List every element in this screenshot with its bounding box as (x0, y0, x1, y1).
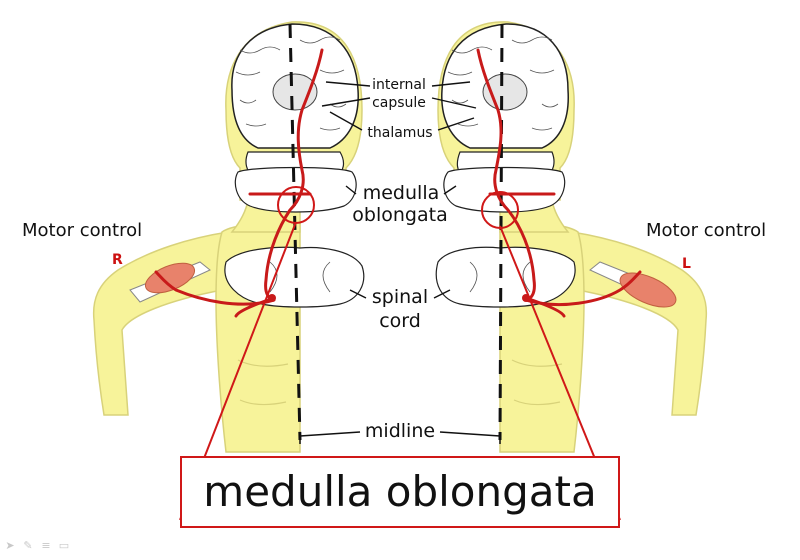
right-figure (435, 21, 708, 453)
label-midline: midline (364, 420, 436, 442)
callout-box: medulla oblongata (180, 456, 620, 528)
label-medulla: medulla (362, 182, 440, 204)
screen-icon[interactable]: ▭ (58, 539, 70, 552)
label-motor-control-right: Motor control (646, 220, 767, 241)
right-arm (571, 231, 708, 416)
label-oblongata: oblongata (352, 204, 448, 226)
label-motor-control-left: Motor control (22, 220, 143, 241)
midline-dashes (288, 23, 504, 441)
right-spinal-section (435, 246, 576, 308)
left-figure (92, 21, 365, 453)
left-spinal-section (224, 246, 365, 308)
left-motor-pathway (154, 48, 324, 318)
left-arm (92, 231, 229, 416)
right-brain-folds (447, 36, 559, 131)
label-internal: internal (372, 77, 426, 93)
label-side-r: R (112, 252, 123, 268)
label-capsule: capsule (372, 95, 426, 111)
left-medulla-section (234, 166, 357, 213)
right-motor-pathway (476, 48, 642, 318)
menu-icon[interactable]: ≡ (41, 539, 51, 552)
left-spinal-node (268, 294, 276, 302)
right-medulla-section (443, 166, 566, 213)
slideshow-toolbar: ➤ ✎ ≡ ▭ (4, 540, 70, 552)
right-deltoid-muscle (619, 272, 677, 308)
arrow-icon[interactable]: ➤ (5, 539, 15, 552)
label-side-l: L (682, 256, 691, 272)
pen-icon[interactable]: ✎ (23, 539, 33, 552)
midline-bracket (299, 431, 501, 444)
label-leaders (321, 81, 477, 299)
label-cord: cord (379, 310, 421, 332)
label-thalamus: thalamus (367, 125, 433, 141)
label-spinal: spinal (371, 286, 429, 308)
callout-title: medulla oblongata (203, 467, 597, 516)
